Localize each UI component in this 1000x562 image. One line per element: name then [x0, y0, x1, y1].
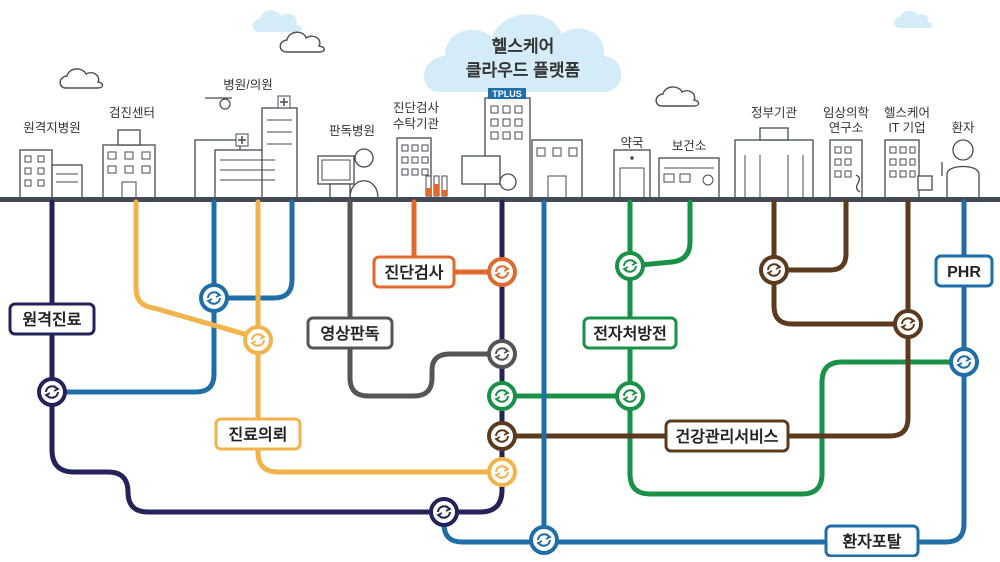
- tag-referral: 진료의뢰: [214, 417, 302, 451]
- label-reading-hospital: 판독병원: [329, 124, 375, 138]
- node-it-company: [893, 309, 923, 339]
- node-e-prescription-hub: [487, 381, 517, 411]
- line-image-reading: [347, 199, 505, 399]
- label-lab-line2: 수탁기관: [393, 117, 440, 131]
- label-clinical-line2: 연구소: [829, 121, 864, 135]
- label-government: 정부기관: [751, 106, 798, 120]
- building-government: 정부기관: [734, 106, 814, 199]
- tag-e-prescription: 전자처방전: [582, 316, 678, 350]
- label-clinical-line1: 임상의학: [823, 106, 870, 120]
- node-phr: [949, 347, 979, 377]
- node-referral: [243, 325, 273, 355]
- tag-diagnostic-label: 진단검사: [385, 263, 444, 282]
- line-health-mgmt: [499, 199, 911, 439]
- platform-logo: TPLUS: [492, 89, 522, 99]
- line-e-prescription-main: [627, 199, 967, 497]
- small-cloud-3: [655, 86, 700, 107]
- tag-diagnostic-test: 진단검사: [372, 255, 456, 289]
- label-pharmacy: 약국: [620, 135, 643, 150]
- node-health-mgmt-hub: [487, 421, 517, 451]
- node-hospital-blue: [199, 283, 229, 313]
- building-patient: 환자: [941, 121, 980, 198]
- node-government: [759, 255, 789, 285]
- node-e-prescription-mid: [615, 381, 645, 411]
- building-hospital-clinic: 병원/의원: [194, 78, 298, 199]
- small-cloud-2: [59, 68, 104, 89]
- building-platform: TPLUS: [461, 88, 583, 199]
- building-checkup-center: 검진센터: [102, 106, 156, 199]
- platform-title-line2: 클라우드 플랫폼: [466, 61, 581, 80]
- tag-phr-label: PHR: [947, 264, 981, 281]
- platform-title-line1: 헬스케어: [492, 37, 555, 56]
- building-it-company: 헬스케어 IT 기업: [884, 106, 933, 199]
- tag-image-reading-label: 영상판독: [321, 325, 380, 343]
- line-patient-portal-main: [441, 199, 967, 545]
- line-remote-care-blue: [49, 199, 217, 395]
- line-health-mgmt-gov: [771, 199, 911, 327]
- tag-remote-care-label: 원격진료: [23, 311, 82, 329]
- tag-patient-portal: 환자포탈: [824, 524, 920, 558]
- building-remote-hospital: 원격지병원: [19, 121, 83, 199]
- label-checkup-center: 검진센터: [109, 106, 155, 120]
- tag-health-mgmt: 건강관리서비스: [664, 419, 790, 453]
- label-health-center: 보건소: [672, 139, 707, 153]
- node-pharmacy: [615, 251, 645, 281]
- building-clinical-research: 임상의학 연구소: [823, 106, 870, 199]
- building-pharmacy: 약국: [613, 135, 651, 199]
- tag-patient-portal-label: 환자포탈: [843, 533, 902, 551]
- line-remote-care: [49, 199, 505, 515]
- building-reading-hospital: 판독병원: [317, 124, 379, 199]
- tag-e-prescription-label: 전자처방전: [593, 325, 667, 343]
- line-hospital-blue: [211, 199, 295, 301]
- small-cloud-4: [894, 10, 933, 29]
- building-health-center: 보건소: [658, 139, 720, 199]
- line-e-prescription-center: [627, 199, 693, 269]
- junction-nodes: [37, 251, 979, 555]
- tag-health-mgmt-label: 건강관리서비스: [675, 428, 778, 446]
- node-portal-hub: [529, 525, 559, 555]
- label-hospital-clinic: 병원/의원: [223, 78, 272, 92]
- ground-line: [0, 197, 1000, 202]
- tag-phr: PHR: [934, 254, 994, 288]
- node-referral-hub: [487, 457, 517, 487]
- node-image-reading: [487, 339, 517, 369]
- tag-remote-care: 원격진료: [8, 302, 96, 336]
- node-diagnostic: [487, 257, 517, 287]
- tag-image-reading: 영상판독: [306, 316, 394, 350]
- label-it-line1: 헬스케어: [884, 106, 930, 120]
- small-cloud-1: [252, 10, 325, 53]
- tag-referral-label: 진료의뢰: [229, 426, 288, 444]
- platform-cloud: 헬스케어 클라우드 플랫폼: [424, 14, 622, 92]
- node-remote-care: [37, 377, 67, 407]
- node-remote-care-hub: [429, 497, 459, 527]
- label-remote-hospital: 원격지병원: [23, 121, 81, 135]
- building-lab: 진단검사 수탁기관: [393, 101, 448, 199]
- line-referral-checkup: [133, 199, 261, 341]
- label-patient: 환자: [951, 121, 975, 135]
- label-lab-line1: 진단검사: [393, 101, 440, 115]
- line-health-mgmt-research: [771, 199, 849, 273]
- label-it-line2: IT 기업: [888, 121, 925, 135]
- line-referral-main: [255, 199, 505, 475]
